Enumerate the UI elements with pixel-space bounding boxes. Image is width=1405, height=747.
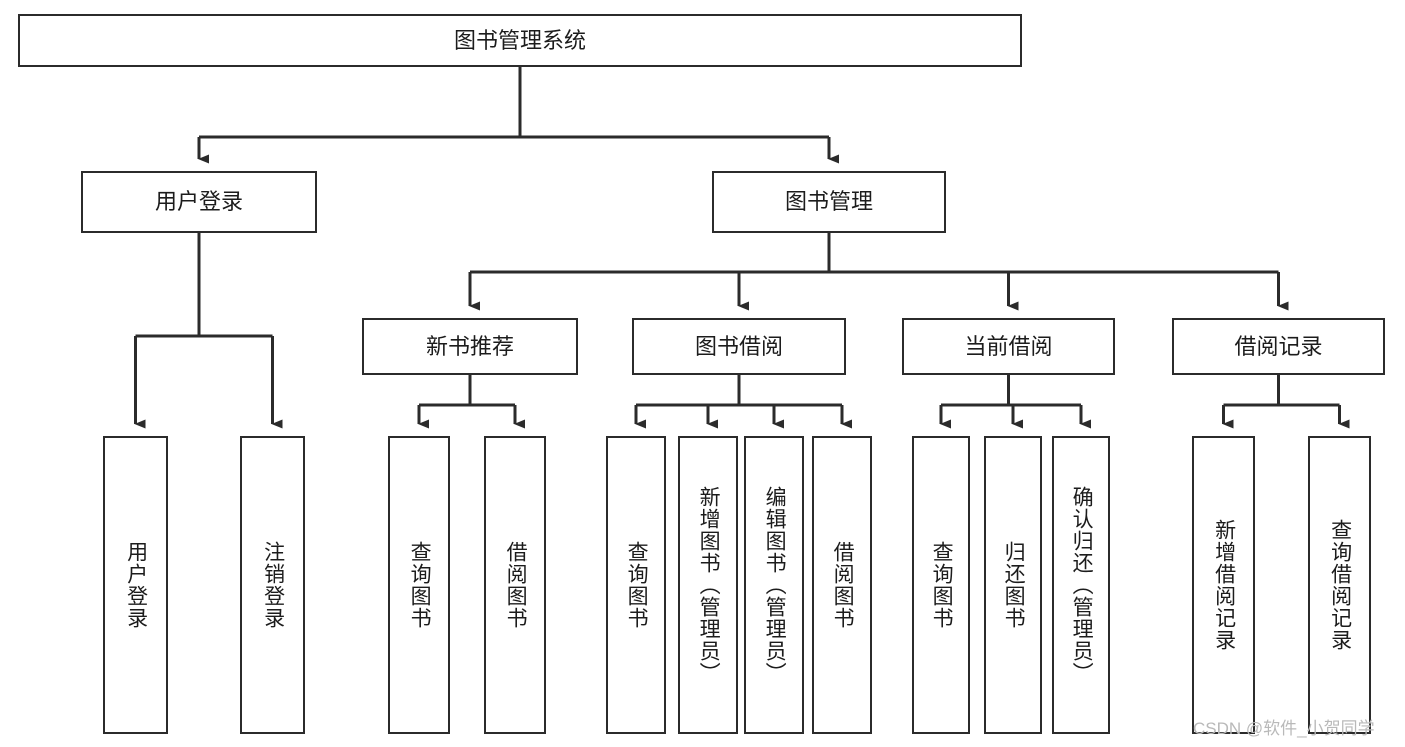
node-user-login[interactable]: 用户登录 [81, 171, 317, 233]
node-label-leaf-record-add: 新增借阅记录 [1212, 519, 1236, 651]
node-leaf-user-logout[interactable]: 注销登录 [240, 436, 305, 734]
node-new-book-recommend[interactable]: 新书推荐 [362, 318, 578, 375]
node-label-leaf-borrow-add: 新增图书（管理员） [697, 486, 721, 684]
node-label-leaf-record-query: 查询借阅记录 [1328, 519, 1352, 651]
node-label-book-manage: 图书管理 [784, 189, 873, 215]
node-leaf-recommend-query[interactable]: 查询图书 [388, 436, 450, 734]
node-leaf-record-add[interactable]: 新增借阅记录 [1192, 436, 1255, 734]
node-label-current-borrow: 当前借阅 [964, 333, 1053, 359]
node-label-book-borrow: 图书借阅 [694, 333, 783, 359]
node-label-leaf-borrow-edit: 编辑图书（管理员） [763, 486, 787, 684]
node-leaf-borrow-query[interactable]: 查询图书 [606, 436, 666, 734]
node-leaf-current-query[interactable]: 查询图书 [912, 436, 970, 734]
edge-group [134, 67, 1350, 429]
node-label-user-login: 用户登录 [154, 189, 243, 215]
node-book-manage[interactable]: 图书管理 [712, 171, 946, 233]
node-leaf-borrow-add[interactable]: 新增图书（管理员） [678, 436, 738, 734]
node-label-leaf-current-query: 查询图书 [930, 541, 954, 629]
node-label-borrow-record: 借阅记录 [1234, 333, 1323, 359]
node-current-borrow[interactable]: 当前借阅 [902, 318, 1115, 375]
node-label-leaf-current-confirm: 确认归还（管理员） [1070, 486, 1094, 684]
node-leaf-record-query[interactable]: 查询借阅记录 [1308, 436, 1371, 734]
node-leaf-user-login[interactable]: 用户登录 [103, 436, 168, 734]
node-leaf-borrow-lend[interactable]: 借阅图书 [812, 436, 872, 734]
node-label-leaf-recommend-query: 查询图书 [408, 541, 432, 629]
node-leaf-recommend-borrow[interactable]: 借阅图书 [484, 436, 546, 734]
node-book-borrow[interactable]: 图书借阅 [632, 318, 846, 375]
node-label-leaf-user-logout: 注销登录 [261, 541, 285, 629]
node-root[interactable]: 图书管理系统 [18, 14, 1022, 67]
node-label-root: 图书管理系统 [453, 27, 586, 53]
node-label-leaf-borrow-lend: 借阅图书 [831, 541, 855, 629]
node-label-leaf-recommend-borrow: 借阅图书 [504, 541, 528, 629]
node-leaf-borrow-edit[interactable]: 编辑图书（管理员） [744, 436, 804, 734]
node-borrow-record[interactable]: 借阅记录 [1172, 318, 1385, 375]
node-label-leaf-current-return: 归还图书 [1002, 541, 1026, 629]
node-label-leaf-borrow-query: 查询图书 [625, 541, 649, 629]
node-leaf-current-confirm[interactable]: 确认归还（管理员） [1052, 436, 1110, 734]
node-label-new-book-recommend: 新书推荐 [425, 333, 514, 359]
node-label-leaf-user-login: 用户登录 [124, 541, 148, 629]
node-leaf-current-return[interactable]: 归还图书 [984, 436, 1042, 734]
